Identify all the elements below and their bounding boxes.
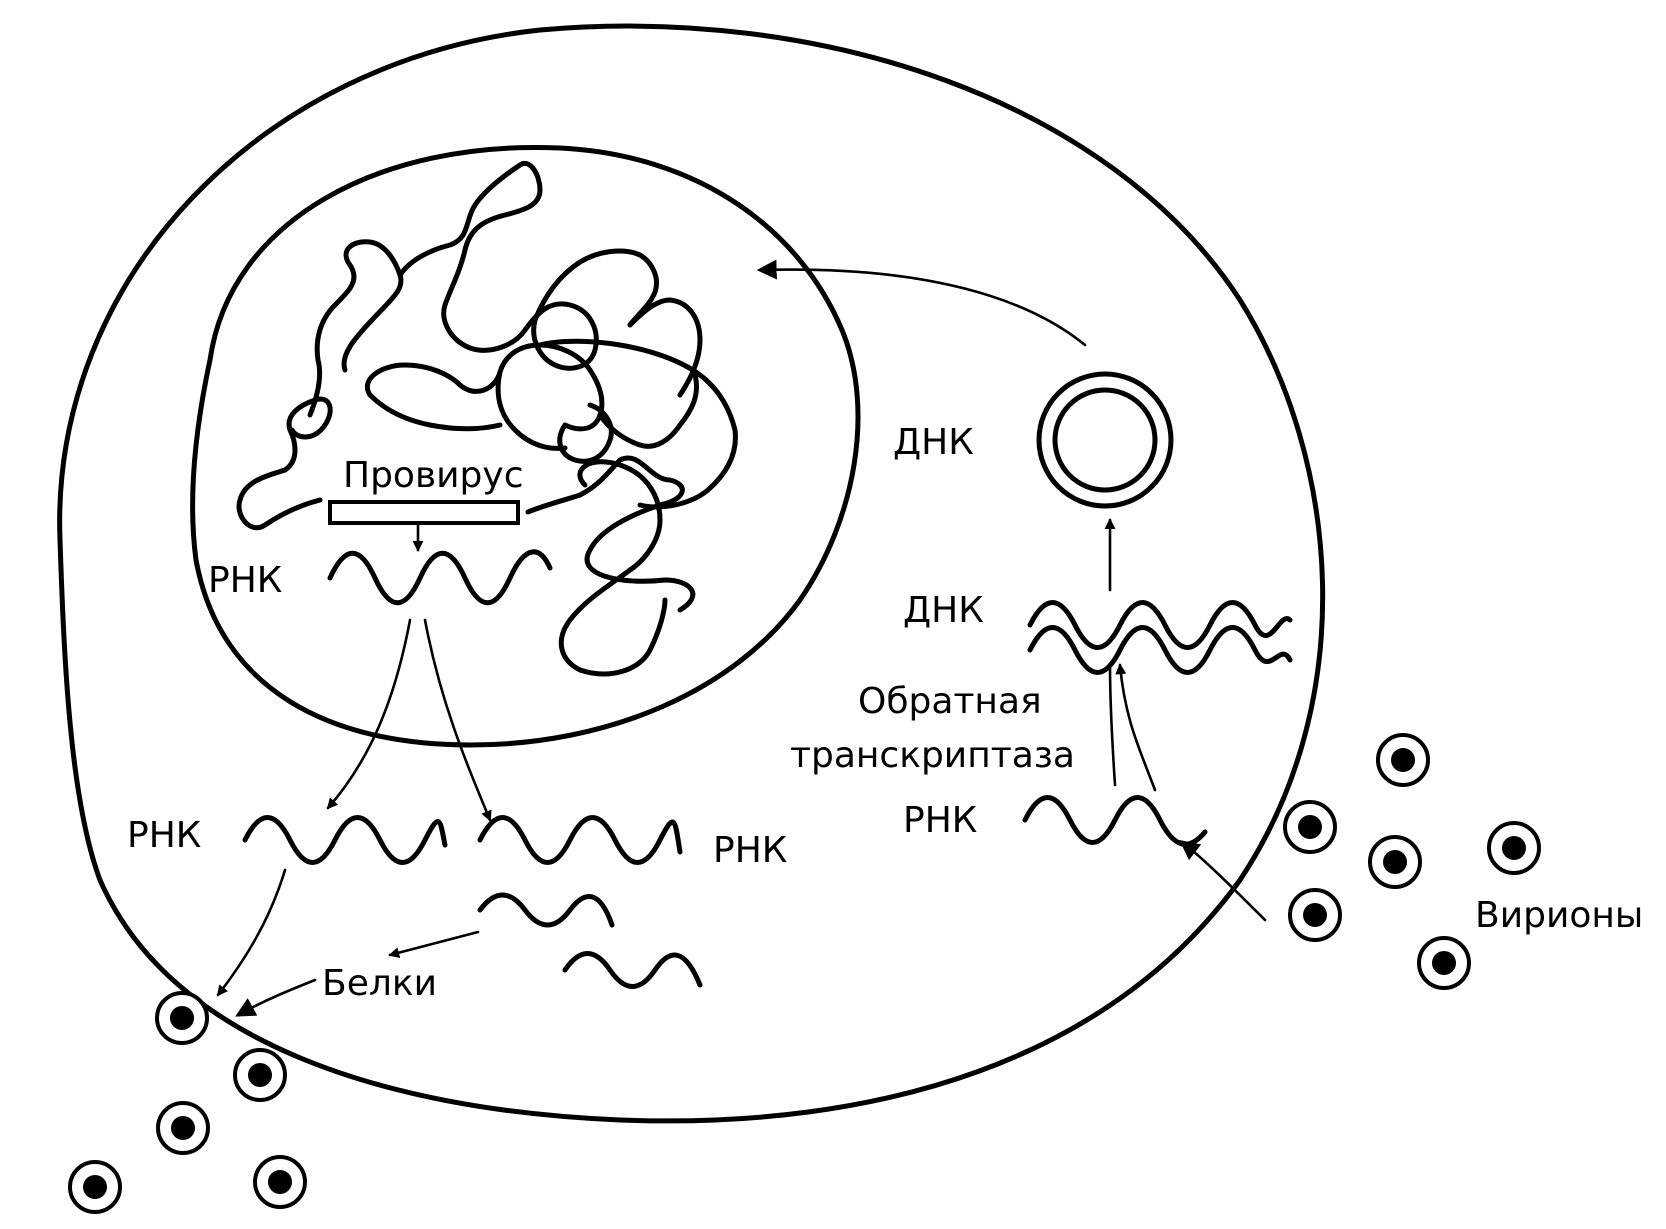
assembly-arrow-rna <box>216 868 287 997</box>
virion <box>233 1048 287 1102</box>
rna-right-wave <box>477 815 683 865</box>
dna-double-label: ДНК <box>903 590 984 631</box>
dna-circle-label: ДНК <box>893 422 974 463</box>
rt-arrow <box>1115 663 1157 792</box>
dna-double-wave-1 <box>1027 600 1293 650</box>
virion <box>1288 888 1342 942</box>
provirus-box <box>328 500 520 525</box>
proteins-arrow <box>388 930 480 959</box>
assembly-arrow-proteins <box>235 978 317 1017</box>
reverse-transcriptase-label-line2: транскриптаза <box>790 735 1075 776</box>
dna-double-wave-2 <box>1027 625 1293 675</box>
virion <box>1283 800 1337 854</box>
virion <box>155 991 209 1045</box>
virion <box>156 1101 210 1155</box>
virion <box>253 1155 307 1209</box>
rna-fragment-1 <box>477 892 615 928</box>
virion <box>68 1160 122 1214</box>
rna-fragment-2 <box>562 951 703 989</box>
circular-dna-inner <box>1052 387 1158 493</box>
virion <box>1368 835 1422 889</box>
reverse-transcriptase-label-line1: Обратная <box>858 681 1042 722</box>
host-chromosome <box>236 160 738 677</box>
export-arrow-left <box>326 618 412 810</box>
cell-membrane <box>57 23 1326 1124</box>
export-arrow-right <box>423 618 492 822</box>
proteins-label: Белки <box>322 963 437 1004</box>
rna-entry-label: РНК <box>903 800 977 841</box>
virion <box>1487 821 1541 875</box>
rt-arrow-secondary <box>1108 663 1117 787</box>
nucleus-membrane <box>190 144 861 748</box>
rna-nucleus-label: РНК <box>208 560 282 601</box>
rna-nucleus-wave <box>327 549 553 606</box>
virions-right <box>1283 733 1541 990</box>
virion <box>1376 733 1430 787</box>
virion-entry-arrow <box>1179 839 1267 922</box>
rna-entry-wave <box>1022 795 1208 847</box>
rna-left-wave <box>242 815 448 865</box>
circular-dna-outer <box>1036 371 1174 509</box>
provirus-label: Провирус <box>343 455 524 496</box>
virions-left <box>68 991 307 1214</box>
rna-left-label: РНК <box>127 815 201 856</box>
virion <box>1417 936 1471 990</box>
virions-label: Вирионы <box>1475 895 1643 936</box>
rna-right-label: РНК <box>713 830 787 871</box>
integration-arrow <box>756 259 1087 347</box>
